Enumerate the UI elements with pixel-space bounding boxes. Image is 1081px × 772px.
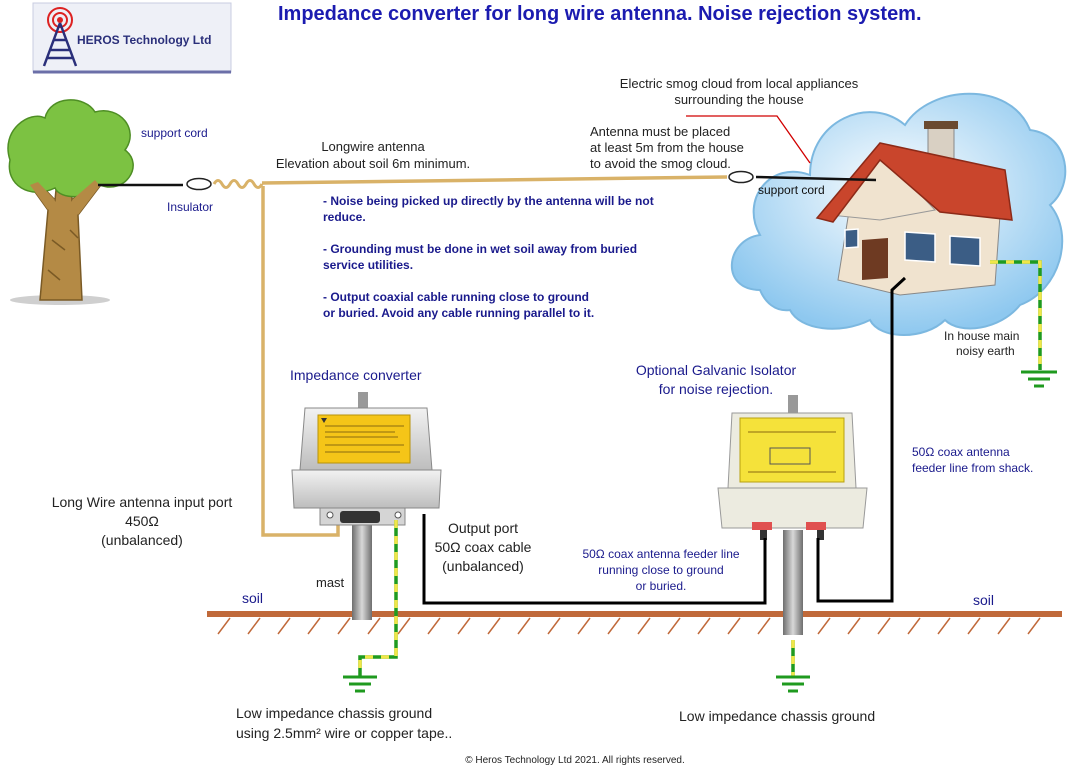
impedance-converter-device [291, 392, 442, 620]
soil-hatch-mark [997, 617, 1011, 635]
feeder-ground-label-2: running close to ground [598, 563, 723, 577]
soil-hatch-mark [547, 617, 561, 635]
support-cord-left-label: support cord [141, 126, 208, 140]
ground-symbol-left [343, 675, 377, 693]
soil-hatch-mark [277, 617, 291, 635]
smog-label-1: Electric smog cloud from local appliance… [620, 76, 859, 91]
insulator-label: Insulator [167, 200, 213, 214]
house-illustration [815, 121, 1013, 296]
output-port-label-3: (unbalanced) [442, 558, 524, 574]
right-support-cord [755, 175, 877, 182]
soil-hatch-mark [907, 617, 921, 635]
soil-hatch-mark [517, 617, 531, 635]
soil-hatch-mark [337, 617, 351, 635]
isolator-label-1: Optional Galvanic Isolator [636, 362, 797, 378]
soil-hatch-mark [877, 617, 891, 635]
soil-hatch-mark [367, 617, 381, 635]
logo-text: HEROS Technology Ltd [77, 33, 211, 47]
radio-tower-icon [42, 7, 78, 67]
soil-hatch-mark [577, 617, 591, 635]
feeder-ground-label-3: or buried. [636, 579, 687, 593]
soil-hatch-mark [217, 617, 231, 635]
feeder-ground-label-1: 50Ω coax antenna feeder line [582, 547, 739, 561]
coax-lines [422, 276, 907, 605]
ground-symbol-house [1021, 370, 1057, 388]
house-earth-label-1: In house main [944, 329, 1019, 343]
input-port-label-1: Long Wire antenna input port [52, 494, 233, 510]
note-1-line-2: reduce. [323, 210, 366, 224]
antenna-wire [98, 170, 877, 537]
ground-wires [358, 260, 1042, 676]
output-port-label-1: Output port [448, 520, 518, 536]
house-earth-label-2: noisy earth [956, 344, 1015, 358]
ground-symbol-right [776, 675, 810, 693]
page-title: Impedance converter for long wire antenn… [278, 3, 922, 25]
isolator-label-2: for noise rejection. [659, 381, 773, 397]
soil-hatch-mark [397, 617, 411, 635]
soil-hatch-mark [307, 617, 321, 635]
soil-hatch-mark [697, 617, 711, 635]
right-insulator [728, 170, 754, 184]
feeder-shack-label-2: feeder line from shack. [912, 461, 1033, 475]
copyright-footer: © Heros Technology Ltd 2021. All rights … [465, 755, 685, 766]
impedance-converter-label: Impedance converter [290, 367, 422, 383]
soil-hatch-mark [937, 617, 951, 635]
soil-hatch-mark [757, 617, 771, 635]
note-2-line-2: service utilities. [323, 258, 413, 272]
placement-label-2: at least 5m from the house [590, 140, 744, 155]
soil-hatch-mark [967, 617, 981, 635]
mast-label: mast [316, 575, 345, 590]
tree-illustration [7, 99, 134, 305]
feeder-shack-label-1: 50Ω coax antenna [912, 445, 1010, 459]
soil-hatch-mark [667, 617, 681, 635]
soil-hatch-mark [247, 617, 261, 635]
left-mast [352, 510, 372, 620]
galvanic-isolator-device [717, 395, 868, 635]
company-logo: HEROS Technology Ltd [32, 2, 232, 74]
soil-hatch-mark [487, 617, 501, 635]
support-cord-right-label: support cord [758, 183, 825, 197]
input-port-label-2: 450Ω [125, 513, 159, 529]
soil-hatch-mark [817, 617, 831, 635]
soil-hatch-mark [847, 617, 861, 635]
smog-label-2: surrounding the house [674, 92, 803, 107]
soil-hatch-mark [1027, 617, 1041, 635]
placement-label-3: to avoid the smog cloud. [590, 156, 731, 171]
placement-label-1: Antenna must be placed [590, 124, 730, 139]
longwire-label-1: Longwire antenna [321, 139, 425, 154]
input-port-label-3: (unbalanced) [101, 532, 183, 548]
soil-left-label: soil [242, 590, 263, 606]
left-insulator [186, 177, 212, 191]
ground-left-label-1: Low impedance chassis ground [236, 705, 432, 721]
right-mast [783, 530, 803, 635]
note-3-line-2: or buried. Avoid any cable running paral… [323, 306, 594, 320]
smog-pointer-line [686, 115, 811, 164]
soil-hatch-mark [457, 617, 471, 635]
soil-right-label: soil [973, 592, 994, 608]
soil-hatch-mark [637, 617, 651, 635]
ground-right-label: Low impedance chassis ground [679, 708, 875, 724]
longwire-label-2: Elevation about soil 6m minimum. [276, 156, 470, 171]
soil-line [207, 611, 1062, 635]
output-port-label-2: 50Ω coax cable [435, 539, 532, 555]
soil-hatch-mark [607, 617, 621, 635]
soil-hatch-mark [727, 617, 741, 635]
note-1-line-1: - Noise being picked up directly by the … [323, 194, 654, 208]
note-2-line-1: - Grounding must be done in wet soil awa… [323, 242, 637, 256]
ground-left-label-2: using 2.5mm² wire or copper tape.. [236, 725, 452, 741]
note-3-line-1: - Output coaxial cable running close to … [323, 290, 589, 304]
soil-hatch-mark [427, 617, 441, 635]
